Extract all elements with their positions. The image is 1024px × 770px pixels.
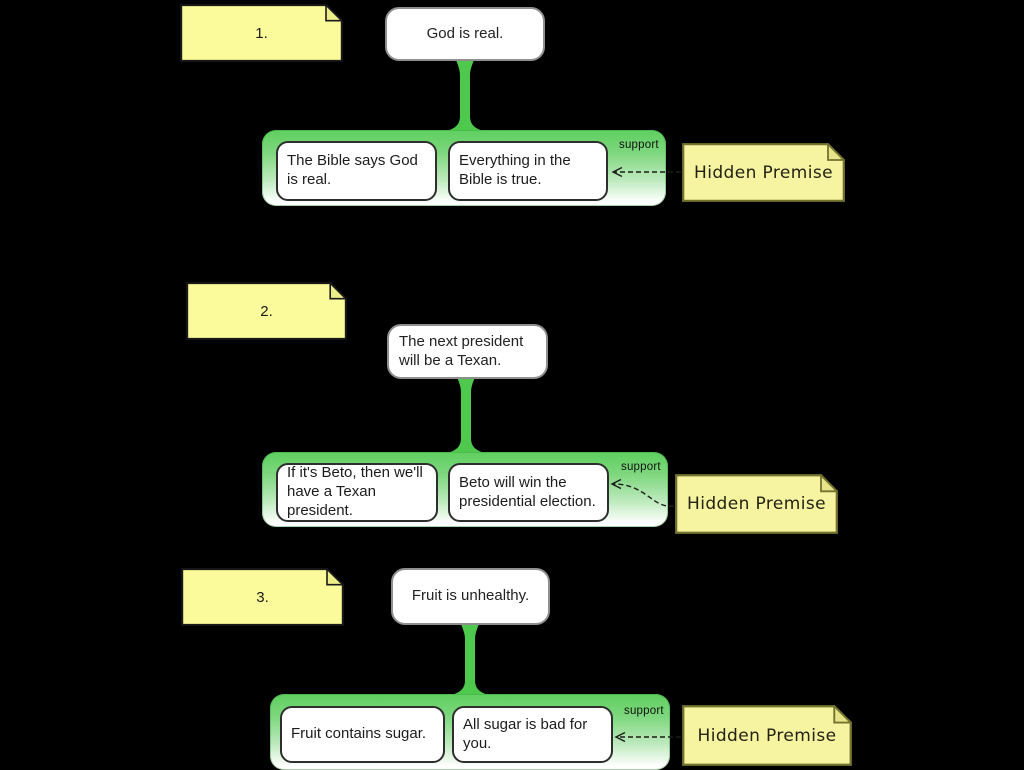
premise-box[interactable]: All sugar is bad for you. xyxy=(452,706,613,763)
hidden-premise-note[interactable]: Hidden Premise xyxy=(675,474,838,534)
numbered-note-2[interactable]: 2. xyxy=(186,282,347,340)
premise-box[interactable]: The Bible says God is real. xyxy=(276,141,437,201)
premise-text: The Bible says God is real. xyxy=(287,152,418,188)
claim-text: The next president will be a Texan. xyxy=(399,332,524,369)
dog-ear-icon xyxy=(329,282,347,300)
support-label: support xyxy=(621,461,661,473)
claim-box[interactable]: Fruit is unhealthy. xyxy=(391,568,550,625)
support-connector xyxy=(448,624,492,696)
premise-box[interactable]: Fruit contains sugar. xyxy=(280,706,445,763)
note-body xyxy=(682,705,852,766)
premise-text: All sugar is bad for you. xyxy=(463,715,588,752)
note-body xyxy=(180,4,343,62)
dog-ear-icon xyxy=(833,705,852,724)
numbered-note-3[interactable]: 3. xyxy=(181,568,344,626)
dog-ear-icon xyxy=(827,143,845,161)
premise-box[interactable]: If it's Beto, then we'll have a Texan pr… xyxy=(276,463,438,522)
premise-text: Beto will win the presidential election. xyxy=(459,473,596,510)
note-number-label: 2. xyxy=(260,302,273,320)
support-connector xyxy=(443,60,487,132)
note-number-label: 1. xyxy=(255,24,268,42)
note-body xyxy=(675,474,838,534)
hidden-premise-note[interactable]: Hidden Premise xyxy=(682,705,852,766)
hidden-premise-label: Hidden Premise xyxy=(697,725,837,746)
premise-box[interactable]: Beto will win the presidential election. xyxy=(448,463,609,522)
hidden-premise-note[interactable]: Hidden Premise xyxy=(682,143,845,202)
support-label: support xyxy=(619,139,659,151)
dog-ear-icon xyxy=(325,4,343,22)
note-body xyxy=(186,282,347,340)
premise-text: Fruit contains sugar. xyxy=(291,725,427,743)
note-body xyxy=(181,568,344,626)
claim-text: God is real. xyxy=(426,24,504,42)
support-connector xyxy=(444,377,488,454)
premise-text: Everything in the Bible is true. xyxy=(459,152,571,188)
hidden-premise-label: Hidden Premise xyxy=(687,494,826,514)
premise-box[interactable]: Everything in the Bible is true. xyxy=(448,141,608,201)
claim-text: Fruit is unhealthy. xyxy=(411,587,530,605)
note-number-label: 3. xyxy=(256,588,269,606)
claim-box[interactable]: God is real. xyxy=(385,7,545,61)
note-body xyxy=(682,143,845,202)
premise-text: If it's Beto, then we'll have a Texan pr… xyxy=(287,464,423,519)
support-label: support xyxy=(624,705,664,717)
hidden-premise-label: Hidden Premise xyxy=(694,162,833,183)
dog-ear-icon xyxy=(326,568,344,586)
dog-ear-icon xyxy=(820,474,838,493)
claim-box[interactable]: The next president will be a Texan. xyxy=(387,324,548,379)
numbered-note-1[interactable]: 1. xyxy=(180,4,343,62)
